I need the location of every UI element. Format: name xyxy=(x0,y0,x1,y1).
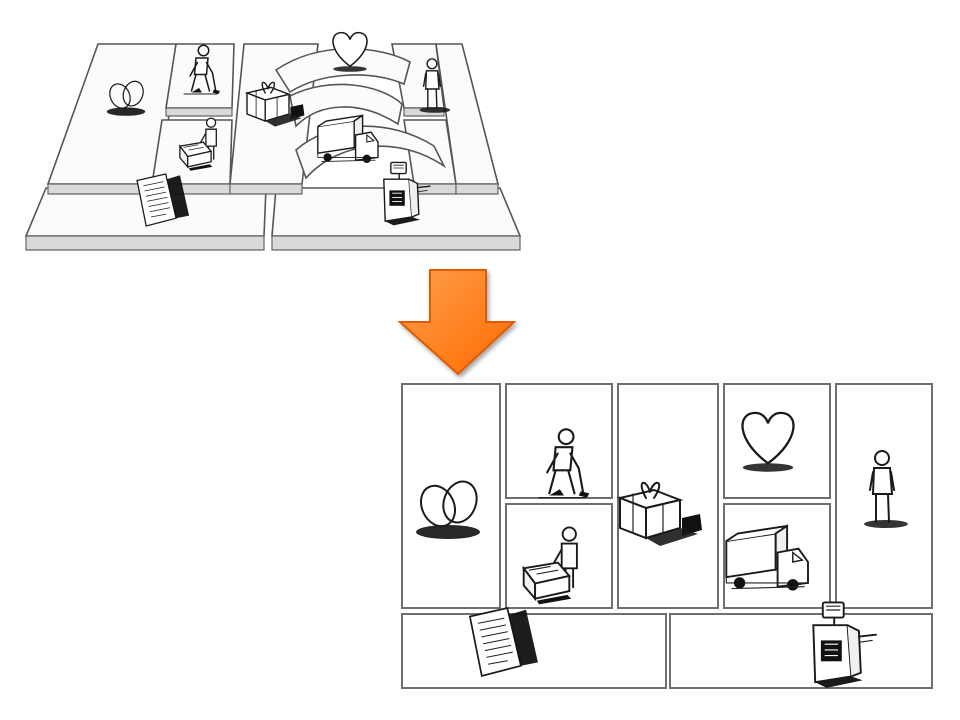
canvas-flat-block-segments xyxy=(835,383,933,609)
down-arrow-icon xyxy=(397,269,517,376)
canvas-flat xyxy=(401,383,933,689)
truck-icon xyxy=(317,114,379,164)
canvas-3d xyxy=(24,31,522,251)
canvas-flat-block-revenue xyxy=(669,613,933,689)
